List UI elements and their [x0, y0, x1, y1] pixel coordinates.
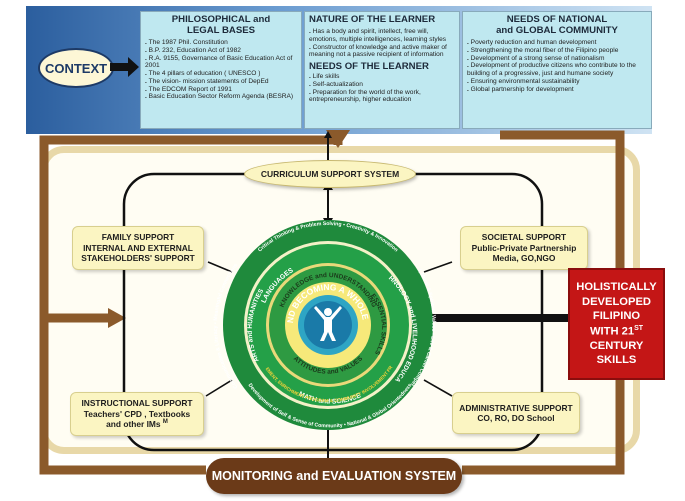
list-item: Preparation for the world of the work, e… [309, 89, 455, 105]
instructional-support-line3: and other IMs [106, 419, 161, 430]
philosophical-title-1: PHILOSOPHICAL and [171, 14, 271, 25]
list-item: B.P. 232, Education Act of 1982 [145, 47, 297, 55]
list-item: Development of productive citizens who c… [467, 62, 647, 78]
administrative-support-line2: CO, RO, DO School [477, 413, 555, 423]
list-item: Strengthening the moral fiber of the Fil… [467, 47, 647, 55]
societal-support-line3: Media, GO,NGO [492, 253, 556, 264]
outcome-line2: DEVELOPED [581, 295, 651, 308]
context-arrow [110, 57, 139, 77]
societal-link [423, 261, 453, 273]
administrative-support-box: ADMINISTRATIVE SUPPORT CO, RO, DO School [452, 392, 580, 434]
instructional-support-box: INSTRUCTIONAL SUPPORT Teachers' CPD , Te… [70, 392, 204, 436]
curriculum-support-oval: CURRICULUM SUPPORT SYSTEM [244, 160, 416, 188]
instructional-support-mark: M [162, 419, 168, 426]
outcome-line1: HOLISTICALLY [576, 280, 657, 293]
list-item: The vision- mission statements of DepEd [145, 78, 297, 86]
outcome-box: HOLISTICALLY DEVELOPED FILIPINO WITH 21S… [568, 268, 665, 380]
philosophical-title-2: LEGAL BASES [186, 25, 256, 37]
societal-support-line1: SOCIETAL SUPPORT [481, 232, 567, 243]
outcome-line3: FILIPINO [592, 310, 641, 323]
list-item: The 1987 Phil. Constitution [145, 39, 297, 47]
outcome-link [432, 314, 572, 322]
list-item: Self-actualization [309, 81, 455, 89]
needs-learner-title: NEEDS OF THE LEARNER [309, 61, 429, 73]
list-item: Poverty reduction and human development [467, 39, 647, 47]
list-item: Basic Education Sector Reform Agenda (BE… [145, 93, 297, 101]
national-title-1: NEEDS OF NATIONAL [506, 14, 608, 25]
outcome-sup: ST [634, 324, 644, 332]
societal-support-line2: Public-Private Partnership [471, 242, 577, 253]
outcome-line6: SKILLS [596, 354, 637, 367]
societal-support-box: SOCIETAL SUPPORT Public-Private Partners… [460, 226, 588, 270]
family-link [207, 261, 233, 273]
administrative-support-line1: ADMINISTRATIVE SUPPORT [459, 402, 573, 413]
instructional-support-line2: Teachers' CPD , Textbooks [83, 408, 191, 419]
learner-box: NATURE OF THE LEARNER Has a body and spi… [304, 11, 460, 129]
feedback-arrowhead [326, 130, 350, 148]
list-item: The EDCOM Report of 1991 [145, 86, 297, 94]
monitoring-evaluation-bar: MONITORING and EVALUATION SYSTEM [206, 458, 462, 494]
outcome-line5: CENTURY [589, 339, 644, 352]
list-item: The 4 pillars of education ( UNESCO ) [145, 70, 297, 78]
list-item: Life skills [309, 73, 455, 81]
list-item: Development of a strong sense of nationa… [467, 55, 647, 63]
nature-title: NATURE OF THE LEARNER [309, 14, 436, 25]
instructional-support-line1: INSTRUCTIONAL SUPPORT [81, 398, 193, 409]
list-item: R.A. 9155, Governance of Basic Education… [145, 55, 297, 71]
input-arrowhead [108, 308, 126, 328]
outcome-line4: WITH 21 [589, 325, 635, 338]
list-item: Constructor of knowledge and active make… [309, 44, 455, 60]
context-oval: CONTEXT [38, 48, 114, 88]
context-link-head-up [324, 131, 332, 138]
administrative-link [423, 379, 453, 397]
family-support-line1: FAMILY SUPPORT [101, 232, 175, 243]
list-item: Global partnership for development [467, 86, 647, 94]
person-icon [314, 306, 342, 341]
national-title-2: and GLOBAL COMMUNITY [496, 25, 618, 37]
family-support-line3: STAKEHOLDERS' SUPPORT [81, 253, 195, 264]
list-item: Ensuring environmental sustainability [467, 78, 647, 86]
instructional-link [205, 379, 233, 397]
family-support-line2: INTERNAL AND EXTERNAL [83, 242, 193, 253]
list-item: Has a body and spirit, intellect, free w… [309, 28, 455, 44]
family-support-box: FAMILY SUPPORT INTERNAL AND EXTERNAL STA… [72, 226, 204, 270]
